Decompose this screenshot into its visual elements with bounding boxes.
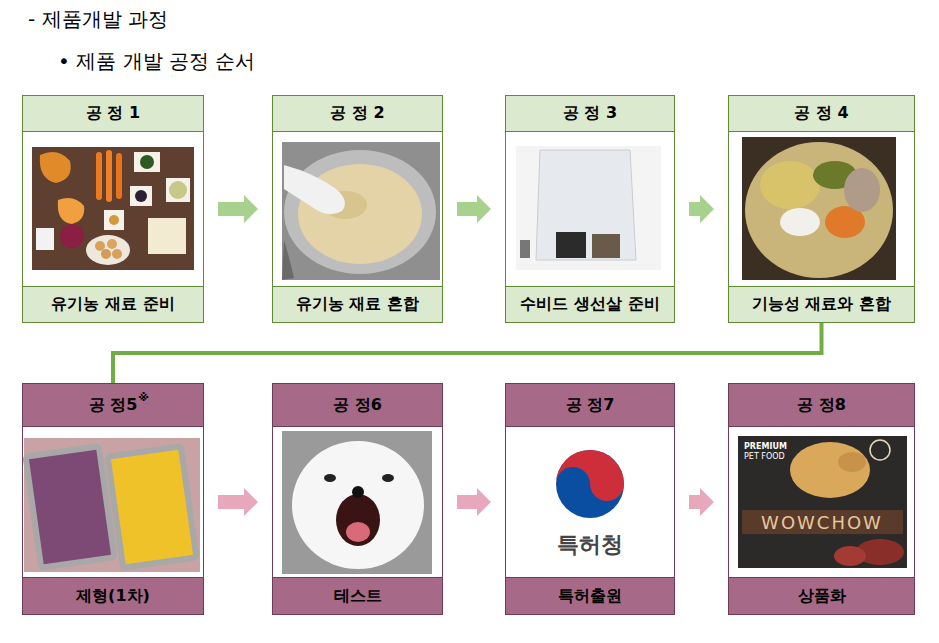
flow-arrow (218, 488, 258, 516)
step-header: 공 정 1 (23, 96, 203, 132)
step-label: 상품화 (729, 577, 914, 614)
mixing-photo (282, 142, 440, 280)
process-box: 공 정 1 유기농 재료 준비 (22, 95, 204, 323)
step-text: 유기농 재료 혼합 (296, 294, 419, 315)
step-text: 공 정8 (797, 395, 846, 416)
process-box: 공 정5 제형(1차) (22, 383, 204, 615)
process-box: 공 정 4 기능성 재료와 혼합 (728, 95, 915, 323)
shaping-photo (22, 438, 200, 572)
footnote-mark: ※ (138, 391, 149, 404)
brand-name: WOWCHOW (761, 512, 883, 533)
step-text: 공 정 4 (794, 103, 848, 124)
flow-arrow (113, 323, 822, 383)
functional-mix-photo (742, 137, 896, 280)
step-text: 특허출원 (558, 586, 622, 607)
kipo-logo (556, 450, 624, 518)
package-text: PREMIUM (744, 442, 787, 451)
step-label: 수비드 생선살 준비 (506, 286, 674, 322)
process-box: 공 정 2 유기농 재료 혼합 (272, 95, 443, 323)
step-header: 공 정 4 (729, 96, 914, 132)
step-label: 특허출원 (506, 577, 674, 614)
step-header: 공 정5 (23, 384, 203, 427)
flow-arrow (218, 195, 258, 223)
step-header: 공 정 3 (506, 96, 674, 132)
step-text: 공 정6 (333, 395, 382, 416)
process-box: 공 정8 상품화 (728, 383, 915, 615)
ingredients-photo (32, 147, 194, 270)
flow-arrow (689, 195, 714, 223)
step-text: 공 정7 (566, 395, 615, 416)
step-label: 기능성 재료와 혼합 (729, 286, 914, 322)
step-label: 제형(1차) (23, 577, 203, 614)
step-text: 공 정5 (89, 395, 138, 416)
product-package (738, 436, 907, 568)
step-label: 테스트 (273, 577, 442, 614)
step-text: 기능성 재료와 혼합 (752, 294, 891, 315)
process-box: 공 정6 테스트 (272, 383, 443, 615)
step-text: 공 정 1 (86, 103, 140, 124)
step-text: 테스트 (334, 586, 382, 607)
step-label: 유기농 재료 준비 (23, 286, 203, 322)
step-header: 공 정7 (506, 384, 674, 427)
dog-photo (282, 431, 432, 574)
step-text: 수비드 생선살 준비 (520, 294, 659, 315)
step-header: 공 정6 (273, 384, 442, 427)
step-text: 유기농 재료 준비 (51, 294, 174, 315)
section-heading: - 제품개발 과정 (28, 6, 168, 33)
logo-text: 특허청 (557, 530, 623, 560)
step-text: 상품화 (798, 586, 846, 607)
flow-arrow (689, 488, 714, 516)
flow-arrow (457, 195, 491, 223)
step-text: 공 정 2 (330, 103, 384, 124)
package-text: PET FOOD (744, 452, 785, 461)
sous-vide-photo (516, 146, 661, 270)
step-label: 유기농 재료 혼합 (273, 286, 442, 322)
process-box: 공 정7 특허출원 (505, 383, 675, 615)
process-box: 공 정 3 수비드 생선살 준비 (505, 95, 675, 323)
subheading: • 제품 개발 공정 순서 (58, 48, 255, 75)
step-text: 공 정 3 (563, 103, 617, 124)
step-header: 공 정 2 (273, 96, 442, 132)
step-header: 공 정8 (729, 384, 914, 427)
step-text: 제형(1차) (76, 586, 150, 607)
flow-arrow (457, 488, 491, 516)
